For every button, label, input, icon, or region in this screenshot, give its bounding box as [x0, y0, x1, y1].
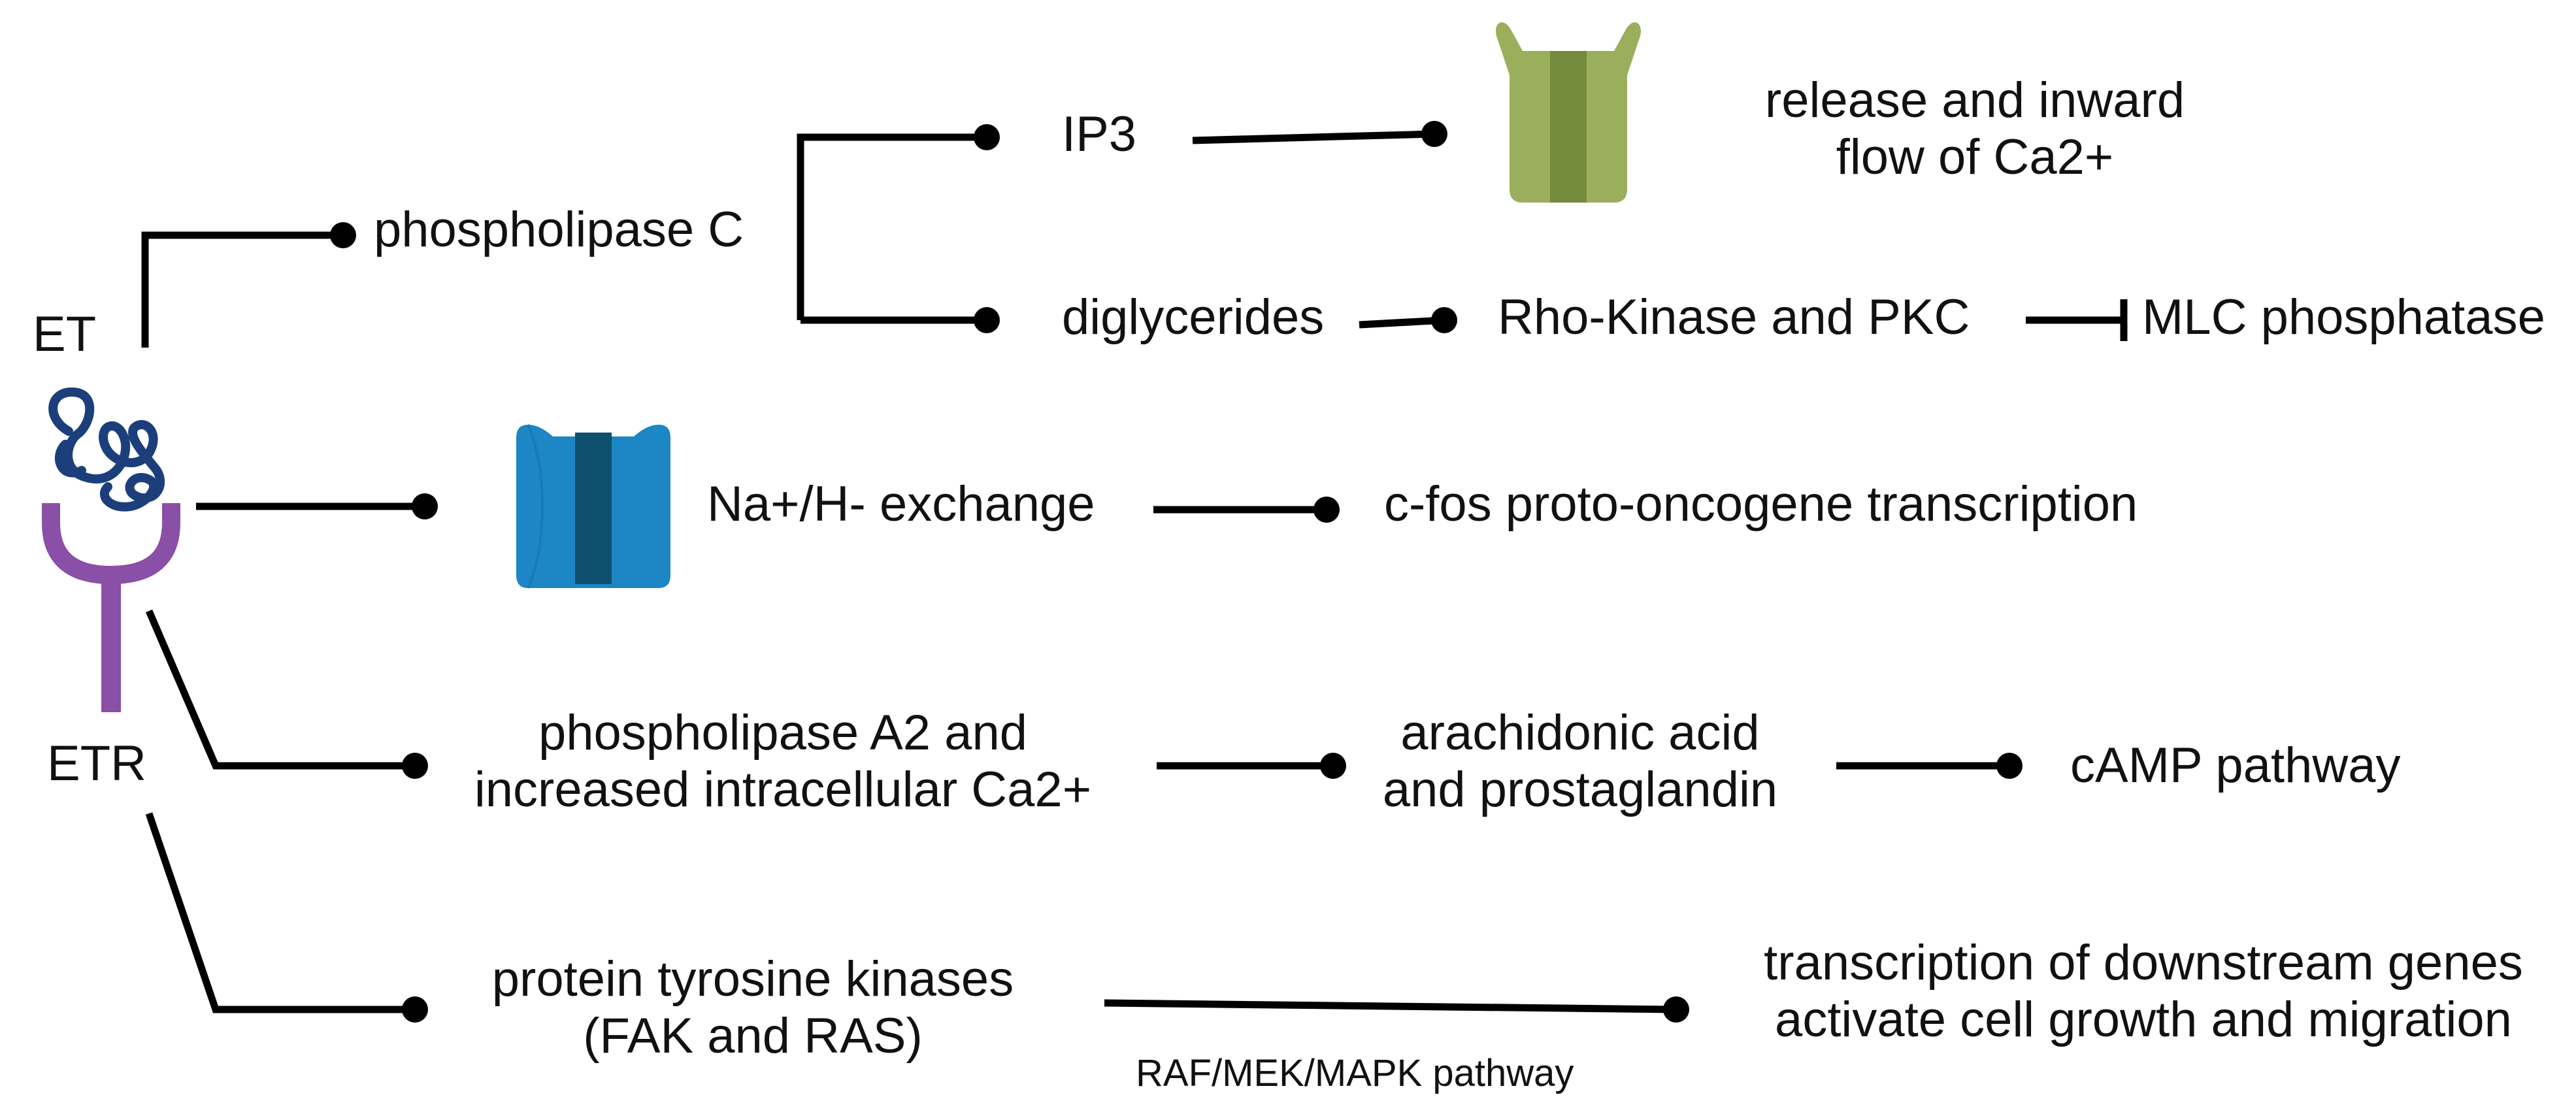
dot-plc [330, 222, 356, 248]
c-fos-label: c-fos proto-oncogene transcription [1384, 476, 2138, 532]
edge-ip3-to-channel [1192, 130, 1435, 144]
rho-kinase-pkc-label: Rho-Kinase and PKC [1498, 289, 1970, 345]
ip3-label: IP3 [1062, 107, 1137, 162]
na-h-exchanger-icon [516, 424, 670, 589]
dot-ip3 [974, 124, 1000, 150]
phospholipase-c-label: phospholipase C [374, 202, 744, 257]
dot-channel [1421, 121, 1447, 147]
et-label: ET [33, 306, 97, 362]
transcription-line-1: transcription of downstream genes [1764, 935, 2523, 991]
edge-etr-to-pla2 [145, 609, 415, 770]
edge-et-to-plc [141, 231, 343, 348]
dot-ptk [402, 996, 428, 1023]
endothelin-ligand-icon [48, 387, 165, 512]
etr-label: ETR [47, 736, 146, 791]
na-h-exchange-label: Na+/H- exchange [707, 476, 1095, 532]
phospholipase-a2-line-1: phospholipase A2 and [538, 705, 1027, 761]
dot-camp [1996, 753, 2023, 779]
dot-dag [974, 307, 1000, 333]
edge-ptk-to-transcription [1104, 999, 1677, 1013]
mapk-pathway-label: RAF/MEK/MAPK pathway [1136, 1052, 1574, 1094]
transcription-line-2: activate cell growth and migration [1775, 992, 2512, 1048]
endothelin-receptor-icon [42, 503, 180, 712]
edge-dag-to-rho [1359, 316, 1445, 329]
dot-pla2 [402, 753, 428, 779]
dot-transcription [1663, 996, 1689, 1023]
connector-lines [141, 130, 2128, 1013]
edge-plc-branch [797, 133, 987, 320]
arachidonic-acid-label: arachidonic acid and prostaglandin [1383, 704, 1777, 819]
arachidonic-acid-line-1: arachidonic acid [1400, 705, 1760, 761]
arachidonic-acid-line-2: and prostaglandin [1382, 762, 1778, 818]
dot-rho [1431, 307, 1457, 333]
calcium-release-label: release and inward flow of Ca2+ [1765, 72, 2185, 186]
diglycerides-label: diglycerides [1062, 289, 1325, 345]
edge-etr-to-ptk [145, 812, 415, 1013]
calcium-release-line-1: release and inward [1764, 73, 2185, 128]
dot-exchanger [412, 493, 438, 519]
phospholipase-a2-line-2: increased intracellular Ca2+ [474, 762, 1092, 818]
dot-cfos [1313, 497, 1340, 523]
dot-arach [1320, 753, 1346, 779]
protein-tyrosine-kinases-line-1: protein tyrosine kinases [491, 951, 1014, 1007]
transcription-label: transcription of downstream genes activa… [1764, 934, 2523, 1049]
calcium-release-line-2: flow of Ca2+ [1836, 129, 2114, 186]
camp-pathway-label: cAMP pathway [2070, 738, 2401, 793]
phospholipase-a2-label: phospholipase A2 and increased intracell… [474, 704, 1091, 819]
arrowhead-dots [330, 121, 2023, 1023]
calcium-channel-icon [1496, 22, 1641, 203]
mlc-phosphatase-label: MLC phosphatase [2142, 289, 2545, 345]
protein-tyrosine-kinases-label: protein tyrosine kinases (FAK and RAS) [492, 951, 1014, 1065]
protein-tyrosine-kinases-line-2: (FAK and RAS) [583, 1008, 923, 1064]
